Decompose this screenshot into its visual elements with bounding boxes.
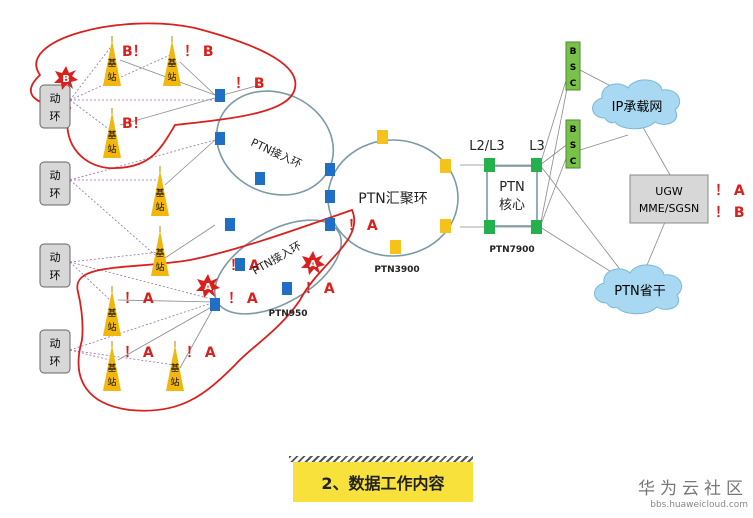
svg-text:A: A xyxy=(309,259,317,270)
alarm-bursts: B A A xyxy=(54,66,325,298)
green-nodes xyxy=(484,158,542,234)
svg-text:B！: B！ xyxy=(122,116,147,132)
tower-icon: 基站 xyxy=(163,36,181,86)
caption-box: 2、数据工作内容 xyxy=(289,456,473,502)
svg-text:站: 站 xyxy=(107,143,116,155)
svg-text:环: 环 xyxy=(50,269,61,282)
svg-text:！ B: ！ B xyxy=(235,76,265,92)
svg-text:B: B xyxy=(62,74,70,85)
blue-nodes xyxy=(210,89,335,311)
brand-watermark: 华为云社区 bbs.huaweicloud.com xyxy=(628,474,748,510)
brand-url: bbs.huaweicloud.com xyxy=(650,500,748,510)
svg-text:B！: B！ xyxy=(122,44,147,60)
power-env-box-icon: 动 环 xyxy=(39,84,71,129)
svg-text:L3: L3 xyxy=(529,139,545,154)
power-env-box-icon: 动 环 xyxy=(39,329,71,374)
svg-text:基: 基 xyxy=(155,187,164,199)
svg-text:B: B xyxy=(570,47,577,57)
cloud-icon: IP承载网 xyxy=(592,79,680,130)
svg-text:MME/SGSN: MME/SGSN xyxy=(639,202,699,215)
svg-text:动: 动 xyxy=(50,169,61,182)
tower-icon: 基站 xyxy=(103,36,121,86)
svg-text:！ A: ！ A xyxy=(348,218,378,234)
svg-text:！ B: ！ B xyxy=(715,205,745,221)
svg-text:PTN: PTN xyxy=(499,180,525,195)
svg-text:C: C xyxy=(570,157,577,167)
bsc-box: B S C xyxy=(565,41,581,91)
svg-text:PTN省干: PTN省干 xyxy=(614,284,666,299)
brand-name: 华为云社区 xyxy=(638,479,748,499)
tower-icon: 基站 xyxy=(151,226,169,276)
svg-text:S: S xyxy=(570,141,576,151)
svg-text:站: 站 xyxy=(155,201,164,213)
svg-text:！ A: ！ A xyxy=(228,291,258,307)
svg-text:站: 站 xyxy=(167,71,176,83)
svg-text:站: 站 xyxy=(155,261,164,273)
svg-text:！ A: ！ A xyxy=(186,345,216,361)
solid-links xyxy=(117,57,671,369)
svg-text:站: 站 xyxy=(107,376,116,388)
tower-icon: 基站 xyxy=(103,341,121,391)
svg-text:L2/L3: L2/L3 xyxy=(469,139,504,154)
svg-text:！ A: ！ A xyxy=(124,345,154,361)
alarm-outline-a xyxy=(76,208,355,412)
svg-text:基: 基 xyxy=(155,247,164,259)
diagram-labels: PTN接入环 PTN接入环 PTN汇聚环 PTN3900 PTN950 PTN7… xyxy=(249,136,545,319)
alarm-burst-icon: A xyxy=(196,274,220,298)
svg-text:站: 站 xyxy=(107,71,116,83)
svg-text:动: 动 xyxy=(50,92,61,105)
cloud-icon: PTN省干 xyxy=(594,264,682,315)
svg-text:PTN950: PTN950 xyxy=(268,309,307,319)
svg-text:！ A: ！ A xyxy=(715,183,745,199)
alarm-burst-icon: A xyxy=(301,251,325,275)
tower-icon: 基站 xyxy=(103,108,121,158)
svg-text:！ A: ！ A xyxy=(124,291,154,307)
ugw-box: UGW MME/SGSN xyxy=(629,174,709,224)
svg-text:PTN3900: PTN3900 xyxy=(374,265,419,275)
yellow-nodes xyxy=(377,130,451,254)
svg-text:环: 环 xyxy=(50,355,61,368)
svg-text:！ B: ！ B xyxy=(184,44,214,60)
svg-text:环: 环 xyxy=(50,110,61,123)
power-env-box-icon: 动 环 xyxy=(39,161,71,206)
alarm-burst-icon: B xyxy=(54,66,78,90)
caption-text: 2、数据工作内容 xyxy=(321,474,445,493)
svg-text:基: 基 xyxy=(107,129,116,141)
svg-text:！ A: ！ A xyxy=(305,281,335,297)
svg-text:站: 站 xyxy=(170,376,179,388)
power-env-boxes: 动 环 动 环 动 环 动 环 xyxy=(39,84,71,374)
bsc-box: B S C xyxy=(565,119,581,169)
svg-text:动: 动 xyxy=(50,251,61,264)
svg-text:PTN汇聚环: PTN汇聚环 xyxy=(358,191,427,207)
tower-icon: 基站 xyxy=(103,286,121,336)
svg-text:S: S xyxy=(570,63,576,73)
tower-icon: 基站 xyxy=(151,166,169,216)
tower-icon: 基站 xyxy=(166,341,184,391)
svg-text:B: B xyxy=(570,125,577,135)
alarm-texts: B！ ！ B ！ B B！ ！ A ！ A ！ A ！ A ！ A ！ A ！ … xyxy=(122,44,745,361)
power-env-box-icon: 动 环 xyxy=(39,243,71,288)
svg-text:C: C xyxy=(570,79,577,89)
svg-text:基: 基 xyxy=(107,57,116,69)
svg-text:IP承载网: IP承载网 xyxy=(612,100,663,115)
svg-text:基: 基 xyxy=(170,362,179,374)
svg-text:基: 基 xyxy=(167,57,176,69)
svg-text:核心: 核心 xyxy=(499,198,525,213)
svg-text:PTN7900: PTN7900 xyxy=(489,245,534,255)
svg-text:动: 动 xyxy=(50,337,61,350)
svg-text:基: 基 xyxy=(107,362,116,374)
svg-text:UGW: UGW xyxy=(655,185,683,198)
svg-text:PTN接入环: PTN接入环 xyxy=(249,136,304,171)
svg-text:环: 环 xyxy=(50,187,61,200)
svg-text:基: 基 xyxy=(107,307,116,319)
svg-text:站: 站 xyxy=(107,321,116,333)
svg-text:A: A xyxy=(204,282,212,293)
ptn-core-square xyxy=(486,165,538,227)
